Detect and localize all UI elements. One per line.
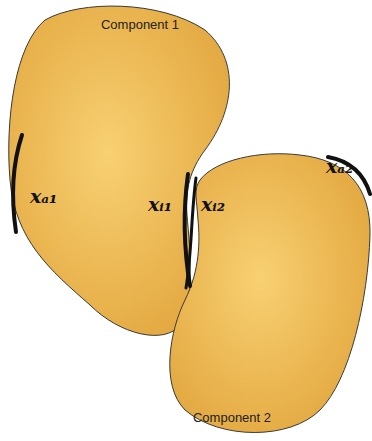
boundary-arc xyxy=(328,157,370,194)
component-title: Component 2 xyxy=(193,411,271,425)
interface-arc xyxy=(186,178,196,288)
boundary-label: xₐ₁ xyxy=(30,186,57,207)
component-region: Component 2 xₐ₂ xᵢ₂ xyxy=(160,145,372,441)
component-shape xyxy=(160,145,372,441)
interface-arc xyxy=(185,174,190,286)
interface-label: xᵢ₁ xyxy=(148,194,172,215)
boundary-label: xₐ₂ xyxy=(326,156,353,177)
interface-label: xᵢ₂ xyxy=(201,194,225,215)
boundary-arc xyxy=(13,135,22,232)
component-title: Component 1 xyxy=(101,18,179,32)
